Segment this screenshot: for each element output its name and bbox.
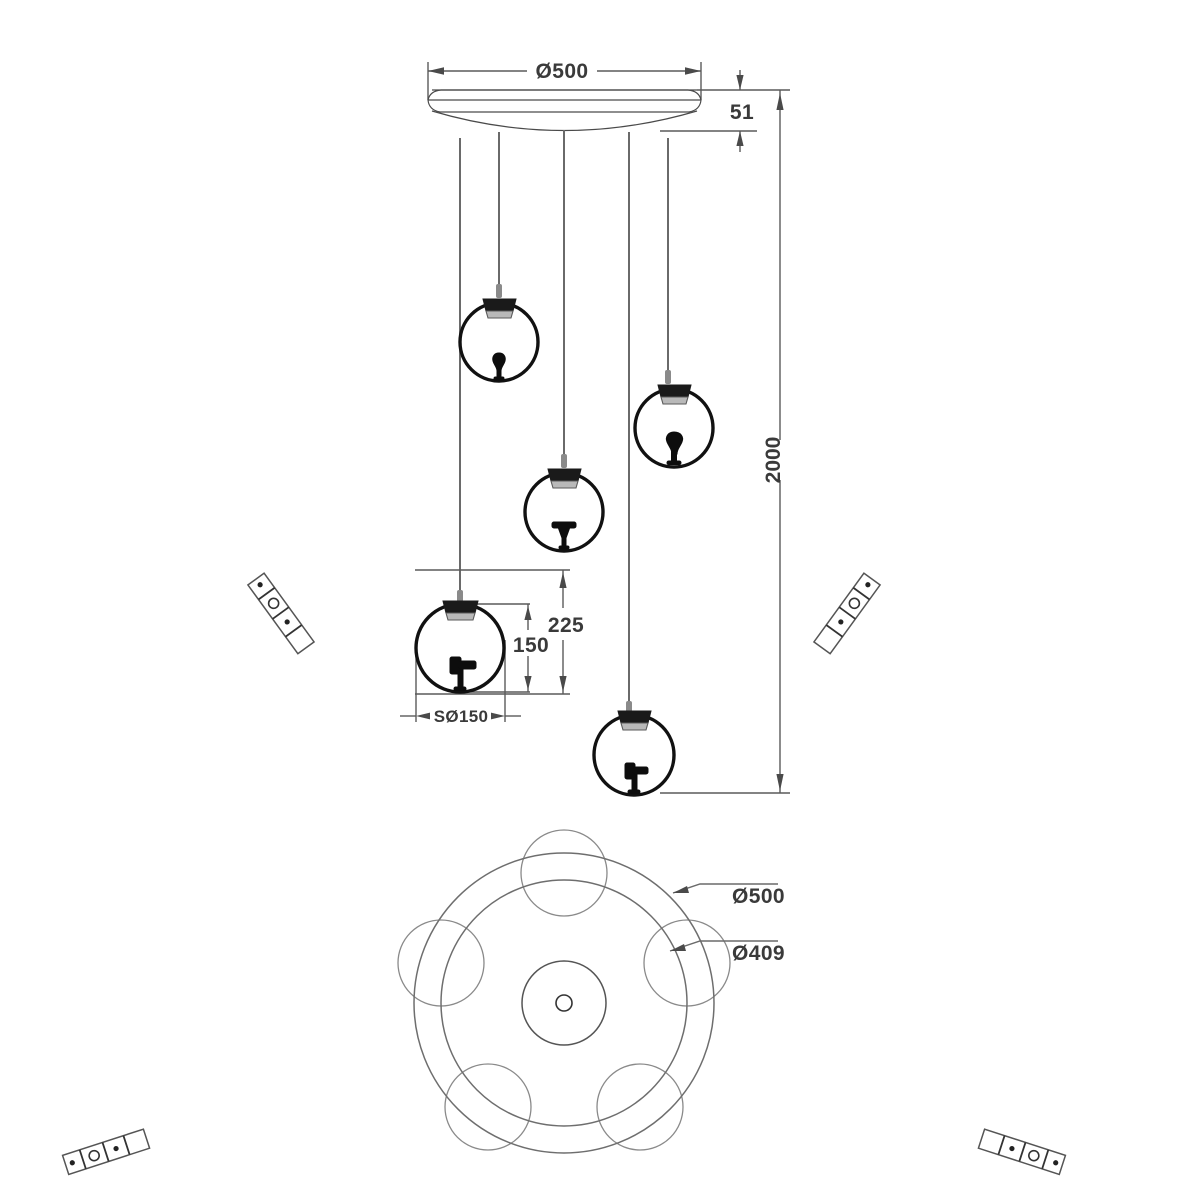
callout-d409: Ø409 (669, 940, 785, 965)
dimension-canopy-diameter: Ø500 (427, 60, 702, 100)
dimension-globe-sphere-diameter: SØ150 (400, 640, 521, 726)
globe-1 (458, 298, 540, 383)
cable-3 (561, 130, 567, 468)
dimension-label-canopy-height: 51 (730, 101, 754, 124)
dimension-label-globe-sphere-diameter: SØ150 (434, 707, 488, 726)
bulb-glyph (665, 431, 684, 465)
plan-hub (521, 960, 607, 1046)
ceiling-canopy (427, 89, 702, 132)
dimension-label-overall-drop: 2000 (762, 437, 785, 484)
globe-5 (592, 710, 676, 797)
suspension-cables (457, 130, 671, 715)
globe-3 (523, 468, 605, 553)
plan-spoke-3 (246, 572, 316, 655)
cable-4 (626, 132, 632, 715)
dimension-label-canopy-diameter: Ø500 (536, 60, 589, 83)
plan-spoke-5 (977, 1128, 1067, 1176)
callout-label-d409: Ø409 (732, 942, 785, 965)
globe-2 (633, 384, 715, 469)
plan-inner-circle (440, 879, 688, 1127)
plan-spoke-4 (812, 572, 882, 655)
bulb-glyph (551, 521, 577, 550)
cable-2 (496, 132, 502, 298)
cable-1 (457, 138, 463, 604)
dimension-canopy-height: 51 (660, 70, 790, 152)
globe-4 (414, 600, 506, 694)
elevation-view: Ø500 51 (400, 60, 790, 797)
bulb-glyph (449, 656, 477, 691)
plan-spoke-2 (61, 1128, 151, 1176)
dimension-overall-drop: 2000 (660, 90, 790, 794)
plan-outer-circle (413, 852, 715, 1154)
callout-d500: Ø500 (672, 883, 785, 908)
cable-5 (665, 138, 671, 384)
dimension-globe-spacing: 225 (415, 569, 584, 695)
dimension-label-globe-spacing: 225 (548, 614, 584, 637)
plan-spokes (61, 572, 1067, 1176)
callout-label-d500: Ø500 (732, 885, 785, 908)
dimension-label-globe-height: 150 (513, 634, 549, 657)
plan-view: Ø500 Ø409 (61, 572, 1067, 1176)
bulb-glyph (492, 352, 506, 381)
bulb-glyph (624, 762, 649, 794)
